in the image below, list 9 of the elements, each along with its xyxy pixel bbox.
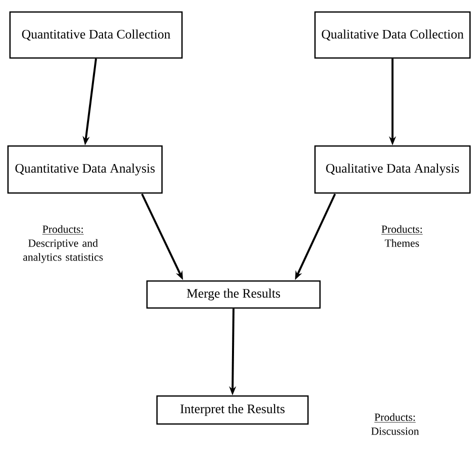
process-box: Quantitative Data Collection: [9, 11, 183, 59]
process-box: Merge the Results: [146, 280, 321, 309]
process-box: Quantitative Data Analysis: [7, 145, 163, 194]
products-note: Products: Descriptive and analytics statistics: [23, 225, 103, 264]
process-box: Qualitative Data Analysis: [314, 145, 471, 194]
products-note: Products: Discussion: [371, 413, 419, 435]
process-box: Qualitative Data Collection: [314, 11, 471, 59]
process-box: Interpret the Results: [156, 395, 309, 425]
products-note: Products: Themes: [381, 225, 423, 247]
